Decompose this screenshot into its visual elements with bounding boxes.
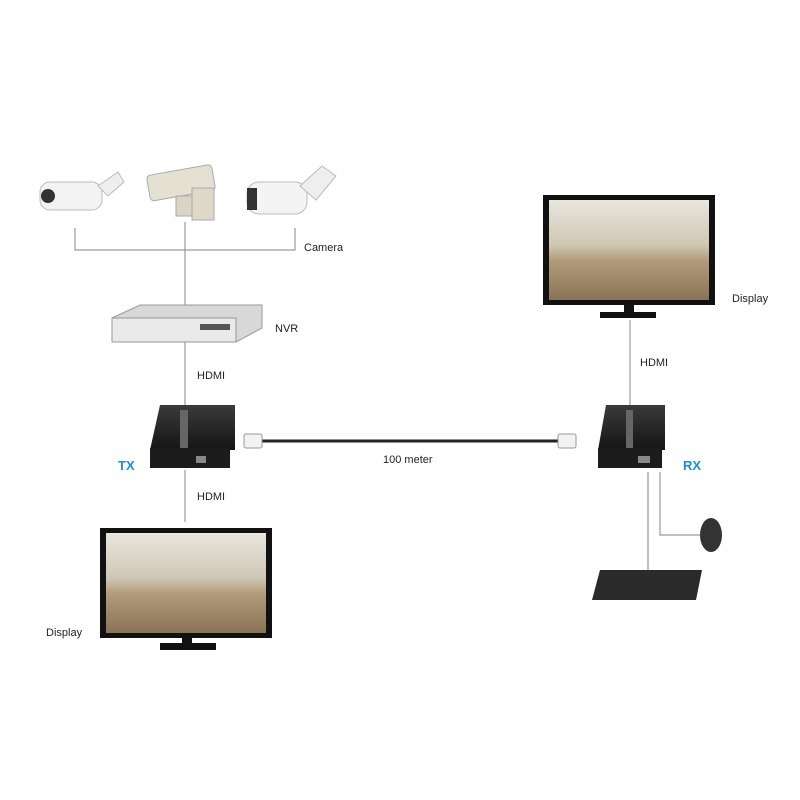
display-right-label: Display	[732, 293, 769, 305]
hdmi-label-tx-display: HDMI	[197, 491, 226, 503]
tx-device	[150, 405, 235, 468]
display-left-monitor	[100, 528, 272, 650]
hdmi-label-rx-display: HDMI	[640, 357, 669, 369]
nvr-device	[111, 304, 263, 343]
nvr-label: NVR	[275, 323, 299, 335]
camera-3	[246, 165, 337, 215]
mouse-icon	[700, 518, 722, 552]
display-left-label: Display	[46, 627, 83, 639]
rj45-connector-tx	[243, 433, 263, 449]
rj45-connector-rx	[557, 433, 577, 449]
network-cable	[243, 433, 577, 449]
rx-device	[598, 405, 665, 468]
camera-2	[146, 164, 216, 221]
hdmi-label-nvr-tx: HDMI	[197, 370, 226, 382]
keyboard-icon	[592, 570, 702, 600]
display-right-monitor	[543, 195, 715, 318]
rx-mouse-line	[659, 472, 700, 536]
rx-label: RX	[683, 458, 702, 473]
connection-lines	[74, 222, 700, 570]
cable-length-label: 100 meter	[383, 454, 433, 466]
tx-label: TX	[118, 458, 135, 473]
camera-1	[39, 171, 125, 211]
camera-label: Camera	[304, 242, 344, 254]
